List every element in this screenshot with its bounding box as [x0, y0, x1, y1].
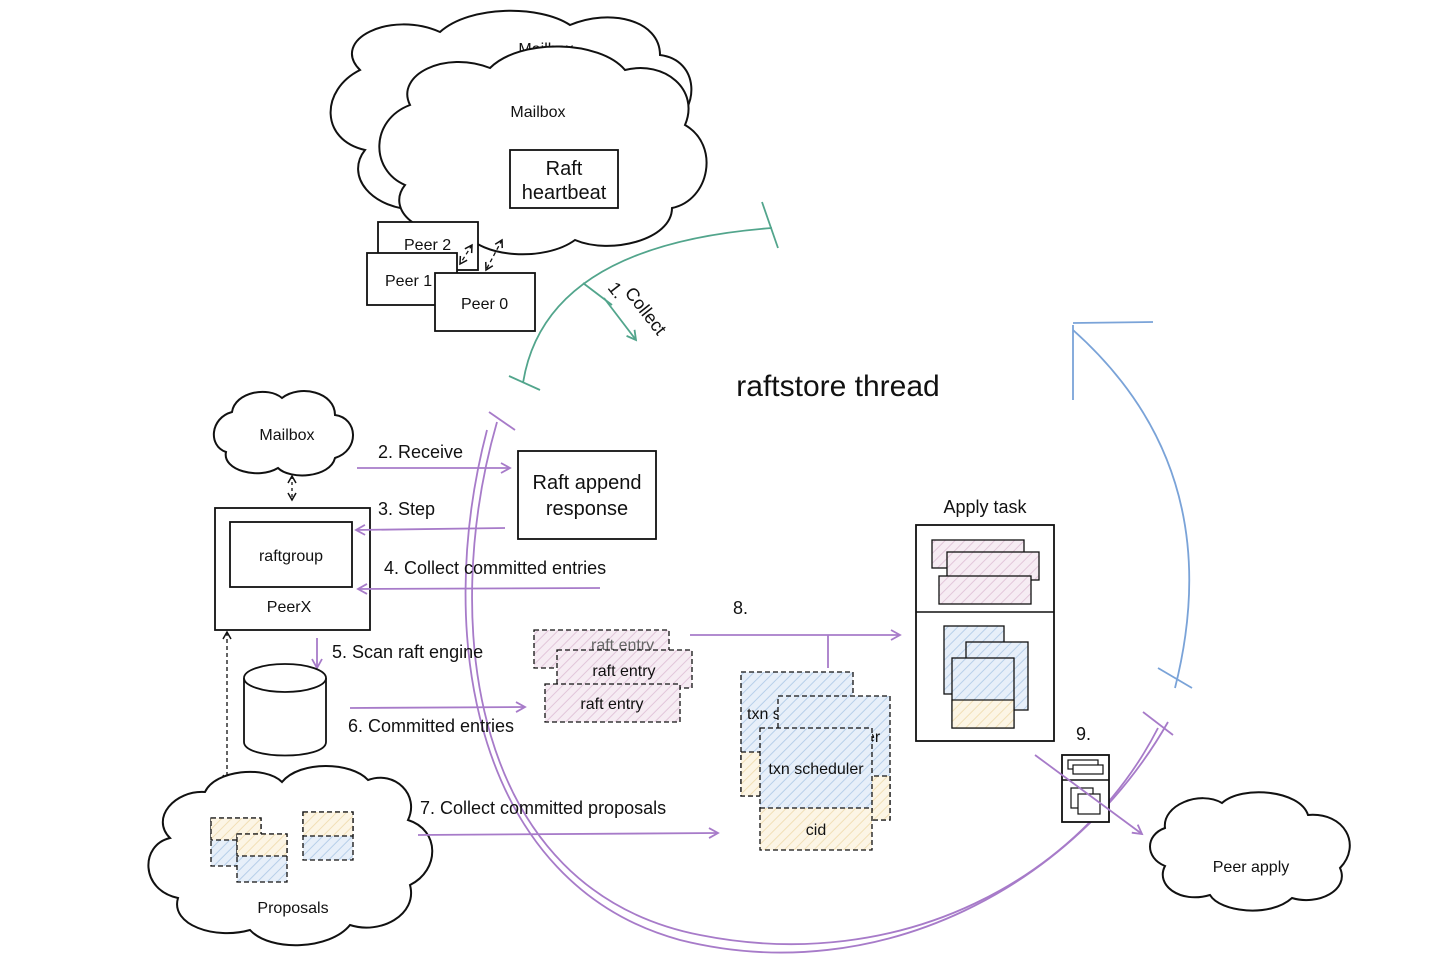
- peer-apply-label: Peer apply: [1213, 859, 1290, 876]
- apply-task-label: Apply task: [943, 497, 1027, 517]
- cid-label: cid: [806, 822, 826, 839]
- blue-arrow-head: [1072, 321, 1154, 400]
- left-mailbox-cloud: [212, 390, 354, 477]
- collect-arc-tick-start: [508, 375, 541, 391]
- receive-label: 2. Receive: [378, 442, 463, 462]
- left-mailbox-label: Mailbox: [259, 427, 314, 444]
- diagram-title: raftstore thread: [736, 370, 939, 403]
- step-arrow: [354, 524, 506, 536]
- txn-scheduler-card-front: [759, 727, 873, 811]
- blue-arc-tick: [1157, 667, 1193, 689]
- collect-committed-label: 4. Collect committed entries: [384, 558, 606, 578]
- peer-apply-arrow: [1034, 754, 1144, 836]
- peer-0-label: Peer 0: [461, 296, 508, 313]
- raft-entry-mid-label: raft entry: [592, 663, 655, 680]
- raft-entry-front-label: raft entry: [580, 696, 643, 713]
- scan-label: 5. Scan raft engine: [332, 642, 483, 662]
- committed-entries-label: 6. Committed entries: [348, 716, 514, 736]
- raft-heartbeat-line2: heartbeat: [522, 182, 607, 204]
- step-9-item-4: [1077, 793, 1101, 815]
- proposals-label: Proposals: [257, 900, 328, 917]
- loop-tick-end: [1142, 711, 1174, 736]
- raftstore-loop-arc-2: [464, 429, 1169, 954]
- collect-arc-tick-end: [761, 201, 779, 249]
- collect-committed-arrow: [356, 583, 601, 595]
- loop-tick-start: [488, 411, 516, 431]
- peer-apply-cloud: [1149, 791, 1351, 912]
- raft-engine-cylinder: [243, 663, 327, 757]
- peer0-mailbox-link: [485, 238, 503, 272]
- step-8-label: 8.: [733, 598, 748, 618]
- peerx-label: PeerX: [267, 599, 312, 616]
- raft-entry-card-mid: [556, 649, 693, 689]
- txn-scheduler-front-label: txn scheduler: [768, 761, 864, 778]
- txn-scheduler-back-label: txn s: [747, 706, 781, 723]
- collect-arrow: [603, 297, 638, 342]
- raftgroup-label: raftgroup: [259, 548, 323, 565]
- apply-cmd-3-cid: [951, 699, 1015, 729]
- proposal-card-2-top: [236, 833, 288, 857]
- step-9-item-2: [1072, 764, 1104, 775]
- cid-box: [759, 807, 873, 851]
- raft-append-response-line2: response: [546, 498, 628, 520]
- collect-proposals-arrow: [417, 827, 720, 839]
- raft-append-response-line1: Raft append: [533, 472, 642, 494]
- blue-loop-arc: [1072, 329, 1191, 689]
- peer-1-label: Peer 1: [385, 273, 432, 290]
- raftgroup-box: [229, 521, 353, 588]
- apply-entry-3: [938, 575, 1032, 605]
- committed-entries-arrow: [349, 701, 527, 713]
- collect-arc: [522, 227, 773, 384]
- peer2-mailbox-link: [459, 243, 473, 266]
- step-label: 3. Step: [378, 499, 435, 519]
- raft-heartbeat-box: [509, 149, 619, 209]
- raft-heartbeat-line1: Raft: [546, 158, 583, 180]
- peer-0-box: [434, 272, 536, 332]
- raft-append-response-box: [517, 450, 657, 540]
- proposals-cloud: [147, 765, 434, 947]
- mailbox-front-label: Mailbox: [510, 104, 565, 121]
- peer-2-label: Peer 2: [404, 237, 451, 254]
- step-9-label: 9.: [1076, 724, 1091, 744]
- collect-proposals-label: 7. Collect committed proposals: [420, 798, 666, 818]
- proposal-card-3-top: [302, 811, 354, 837]
- raft-entry-card-front: [544, 683, 681, 723]
- apply-entry-2: [946, 551, 1040, 581]
